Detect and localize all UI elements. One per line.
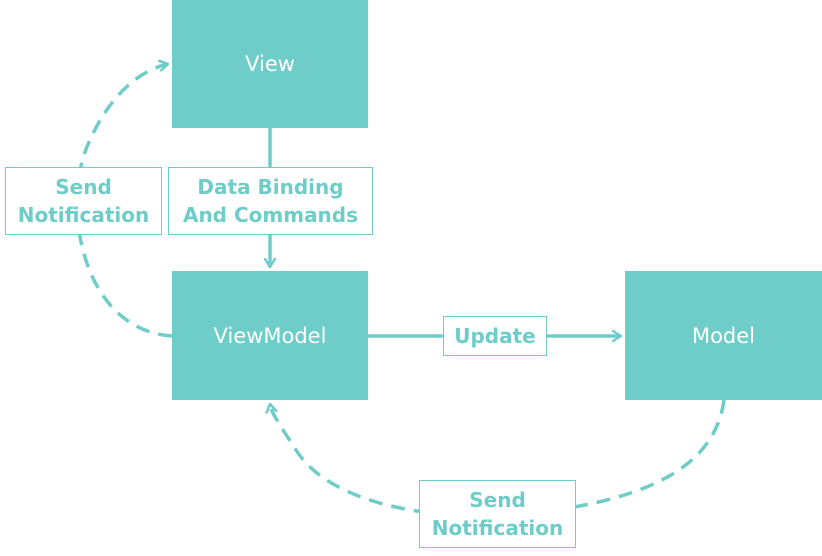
binding-label-line1: Data Binding: [197, 175, 344, 199]
viewmodel-box: ViewModel: [172, 271, 368, 400]
binding-label-line2: And Commands: [182, 203, 359, 227]
notify-bottom-label-line2: Notification: [431, 516, 564, 540]
update-label: Update: [443, 316, 547, 356]
update-label-text: Update: [454, 324, 536, 348]
notify-left-label: Send Notification: [5, 167, 162, 235]
notify-bottom-label: Send Notification: [419, 480, 576, 548]
model-box: Model: [625, 271, 822, 400]
binding-label: Data Binding And Commands: [168, 167, 373, 235]
model-label: Model: [691, 323, 756, 348]
notify-left-label-line2: Notification: [17, 203, 150, 227]
viewmodel-label: ViewModel: [213, 323, 327, 348]
view-label: View: [245, 52, 295, 76]
notify-left-label-line1: Send: [55, 175, 112, 199]
notify-bottom-label-line1: Send: [469, 488, 526, 512]
view-box: View: [172, 0, 368, 128]
